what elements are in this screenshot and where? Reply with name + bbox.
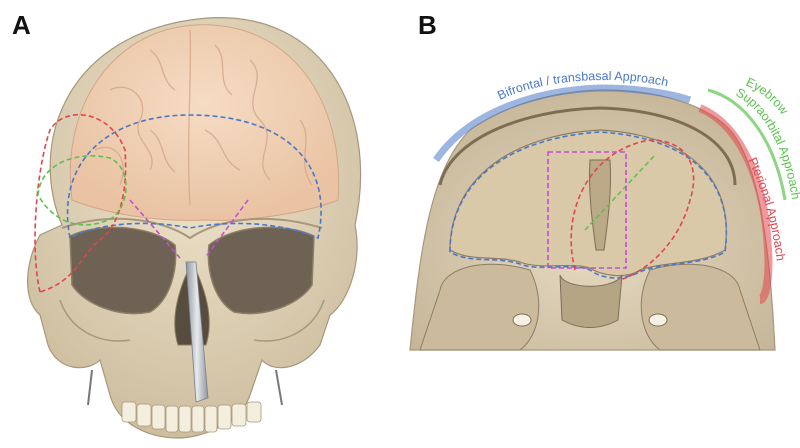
right-middle-fossa	[640, 263, 761, 351]
crista-galli	[588, 159, 612, 251]
right-orbit	[207, 226, 315, 315]
supraorbital-outline-a	[37, 155, 127, 226]
right-zygoma	[253, 299, 325, 342]
teeth	[121, 401, 262, 433]
panel-b-letter: B	[418, 10, 437, 40]
brain	[69, 24, 340, 221]
brow-ridge	[61, 217, 323, 240]
midline-outline-a	[129, 199, 249, 259]
left-foramen	[512, 313, 532, 327]
calvarial-rim	[438, 106, 737, 186]
supraorbital-outline-b	[584, 154, 656, 231]
endoscope-icon	[185, 261, 209, 403]
bifrontal-outline-a	[66, 114, 322, 240]
panel-a-letter: A	[12, 10, 31, 40]
right-foramen	[648, 313, 668, 327]
pterional-band	[698, 104, 773, 304]
sella-turcica	[559, 274, 623, 328]
bifrontal-outline-b	[449, 131, 728, 279]
pterional-outline-b	[570, 139, 695, 281]
left-orbit	[69, 226, 177, 315]
bifrontal-band	[433, 84, 692, 162]
right-pin	[275, 369, 283, 406]
midline-outline-b	[547, 151, 627, 269]
left-middle-fossa	[419, 263, 540, 351]
supraorbital-band	[707, 88, 787, 201]
left-pin	[87, 369, 93, 406]
brain-gyri	[94, 29, 313, 206]
left-zygoma	[59, 299, 131, 342]
panel-a-skull	[27, 17, 362, 439]
panel-b-skull-base: Bifrontal / transbasal Approach Eyebrow …	[409, 69, 800, 351]
anterior-fossa	[449, 129, 727, 277]
